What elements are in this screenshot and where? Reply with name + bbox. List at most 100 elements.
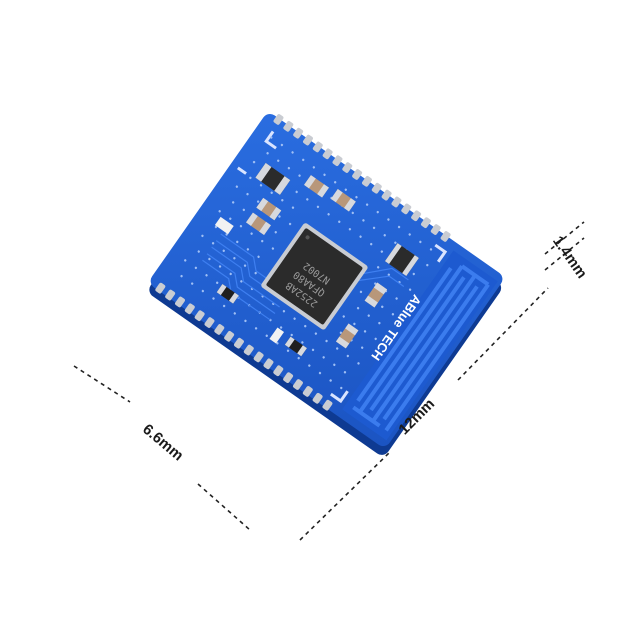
via [351, 211, 354, 215]
via [314, 332, 318, 335]
via [254, 271, 257, 275]
castellated-pad [322, 148, 333, 160]
castellated-pad [302, 386, 313, 397]
via [323, 173, 326, 177]
antenna-trace [342, 250, 498, 441]
via [362, 219, 365, 222]
via [370, 242, 373, 246]
castellated-pads-bottom [155, 282, 333, 411]
via [205, 274, 208, 277]
castellated-pad [263, 358, 274, 370]
via [249, 176, 252, 180]
via [359, 235, 362, 238]
via [218, 265, 222, 268]
via [429, 248, 433, 251]
via [298, 174, 301, 177]
via [194, 266, 198, 270]
via [277, 159, 280, 162]
via [395, 297, 398, 300]
via [355, 195, 358, 199]
via [306, 198, 309, 201]
via [316, 205, 320, 209]
inductor [255, 162, 291, 195]
thickness-label: 1.4mm [549, 233, 590, 282]
via [276, 342, 279, 345]
dimension-thickness: 1.4mm [544, 221, 590, 282]
via [257, 255, 260, 259]
via [408, 233, 411, 236]
passive-components [214, 162, 419, 357]
via [335, 347, 339, 350]
castellated-pad [293, 127, 304, 139]
via [254, 327, 258, 330]
via [367, 314, 370, 317]
via [412, 272, 416, 276]
via [344, 188, 348, 191]
castellated-pad [283, 120, 294, 132]
via [302, 158, 305, 162]
via [266, 152, 269, 155]
white-component [269, 327, 285, 344]
castellated-pad [352, 169, 363, 180]
crystal [384, 243, 419, 277]
castellated-pad [371, 182, 382, 194]
castellated-pad [292, 379, 303, 390]
dimension-line [197, 483, 251, 531]
castellated-pad [253, 351, 264, 363]
castellated-pad [155, 282, 166, 294]
via [363, 330, 367, 333]
via [286, 349, 290, 352]
via [301, 341, 304, 344]
via [333, 181, 337, 184]
via [233, 312, 236, 315]
via [394, 241, 397, 244]
via [291, 206, 295, 209]
capacitor [330, 188, 356, 212]
via [380, 250, 384, 253]
via [329, 379, 332, 382]
via [252, 160, 256, 164]
dimension-line [544, 221, 585, 255]
capacitor [364, 282, 388, 308]
via [387, 273, 391, 276]
via [222, 304, 226, 308]
castellated-pad [312, 392, 323, 404]
dimension-line [73, 365, 131, 403]
castellated-pad [224, 331, 235, 342]
castellated-pad [175, 296, 185, 308]
via [222, 249, 225, 252]
via [376, 266, 380, 269]
via [190, 282, 194, 285]
via [231, 201, 235, 204]
via [229, 272, 232, 276]
castellated-pad [312, 141, 323, 153]
castellated-pad [243, 344, 254, 356]
via [244, 319, 247, 323]
via [270, 191, 273, 194]
via [387, 218, 390, 221]
via [304, 324, 307, 328]
via [348, 228, 352, 231]
capacitor [304, 175, 329, 198]
castellated-pad [204, 317, 215, 328]
capacitor [256, 197, 282, 221]
silk-mark [236, 166, 247, 175]
ble-module: ABlue TECH N7002 QFAA80 2252AB [149, 113, 503, 455]
via [293, 317, 296, 320]
via [391, 313, 395, 316]
via [240, 280, 243, 283]
castellated-pad [194, 310, 205, 321]
via [242, 208, 246, 212]
castellated-pad [342, 162, 353, 173]
via [353, 322, 356, 326]
via [265, 334, 268, 337]
via [346, 354, 350, 358]
resistor [284, 336, 307, 357]
via [343, 371, 347, 374]
via [408, 288, 412, 291]
via [274, 231, 277, 234]
dimension-line [299, 451, 391, 541]
castellated-pad [184, 303, 195, 315]
silk-corner-mark [434, 243, 448, 263]
via [215, 281, 219, 284]
